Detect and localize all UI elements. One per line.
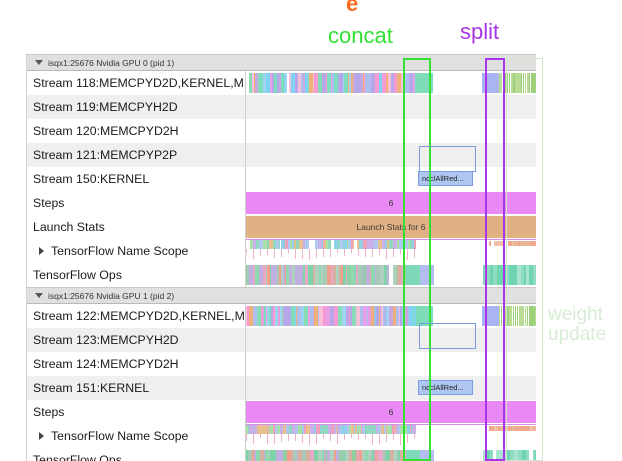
timeline-row[interactable]: Stream 150:KERNEL ncclAllRed... [27, 167, 536, 191]
chevron-down-icon[interactable] [35, 60, 43, 65]
timeline-row-label[interactable]: Stream 123:MEMCPYH2D [27, 328, 246, 352]
timeline-row-label[interactable]: Stream 118:MEMCPYD2D,KERNEL,MI [27, 71, 246, 95]
name-scope-band [246, 424, 536, 448]
group-header[interactable]: isqx1:25676 Nvidia GPU 0 (pid 1) [27, 54, 536, 71]
timeline-row-label[interactable]: Launch Stats [27, 215, 246, 239]
timeline-row-label[interactable]: TensorFlow Ops [27, 263, 246, 287]
timeline-row-label-text: Steps [33, 196, 65, 210]
timeline-row-label-text: TensorFlow Ops [33, 453, 122, 461]
chevron-right-icon[interactable] [39, 432, 44, 440]
annotation-label-concat: concat [328, 23, 393, 48]
timeline-row-label[interactable]: Stream 119:MEMCPYH2D [27, 95, 246, 119]
timeline-row[interactable]: Stream 123:MEMCPYH2D [27, 328, 536, 352]
steps-bar-label: 6 [388, 407, 394, 417]
timeline-groups: isqx1:25676 Nvidia GPU 0 (pid 1) Stream 1… [27, 54, 536, 461]
timeline-track-empty[interactable] [246, 119, 536, 143]
timeline-track-steps[interactable]: 6 [246, 191, 536, 215]
timeline-row-label[interactable]: Stream 124:MEMCPYD2H [27, 352, 246, 376]
timeline-row-label[interactable]: Stream 122:MEMCPYD2D,KERNEL,MI [27, 304, 246, 328]
timeline-row[interactable]: TensorFlow Name Scope [27, 424, 536, 448]
launch-stats-bar-label: Launch Stats for 6 [356, 222, 426, 232]
timeline-track-dense[interactable] [246, 71, 536, 95]
annotation-label-split: split [460, 19, 500, 44]
steps-bar[interactable]: 6 [246, 192, 536, 214]
timeline-row-label-text: Stream 123:MEMCPYH2D [33, 333, 179, 347]
group-header[interactable]: isqx1:25676 Nvidia GPU 1 (pid 2) [27, 287, 536, 304]
chevron-down-icon[interactable] [35, 293, 43, 298]
timeline-row-label-text: Stream 150:KERNEL [33, 172, 150, 186]
timeline-row[interactable]: Steps 6 [27, 400, 536, 424]
timeline-track-launch[interactable]: Launch Stats for 6 [246, 215, 536, 239]
steps-bar-label: 6 [388, 198, 394, 208]
tensorflow-ops-bars [246, 450, 536, 461]
timeline-row-label[interactable]: TensorFlow Name Scope [27, 239, 246, 263]
clipped-orange-glyph: e [346, 0, 359, 16]
nccl-allreduce-chip[interactable]: ncclAllRed... [418, 171, 473, 186]
timeline-row-label-text: Stream 121:MEMCPYP2P [33, 148, 178, 162]
kernel-bars [246, 73, 536, 93]
timeline-row-label-text: Stream 151:KERNEL [33, 381, 150, 395]
timeline-row-label-text: TensorFlow Name Scope [51, 244, 189, 258]
timeline-row[interactable]: TensorFlow Ops [27, 263, 536, 287]
timeline-row[interactable]: Stream 119:MEMCPYH2D [27, 95, 536, 119]
timeline-row-label-text: Stream 120:MEMCPYD2H [33, 124, 179, 138]
timeline-row-label-text: Stream 124:MEMCPYD2H [33, 357, 179, 371]
timeline-row-label[interactable]: Steps [27, 400, 246, 424]
timeline-row[interactable]: Steps 6 [27, 191, 536, 215]
timeline-row-label[interactable]: Steps [27, 191, 246, 215]
timeline-track-ops[interactable] [246, 263, 536, 287]
timeline-row-label[interactable]: TensorFlow Name Scope [27, 424, 246, 448]
timeline-row-label[interactable]: TensorFlow Ops [27, 448, 246, 461]
launch-stats-bar[interactable]: Launch Stats for 6 [246, 216, 536, 238]
timeline-row-label-text: TensorFlow Ops [33, 268, 122, 282]
timeline-track-namescope[interactable] [246, 239, 536, 263]
timeline-row-label[interactable]: Stream 151:KERNEL [27, 376, 246, 400]
chevron-right-icon[interactable] [39, 247, 44, 255]
timeline-row-label-text: Stream 122:MEMCPYD2D,KERNEL,MI [33, 309, 246, 323]
timeline-row[interactable]: Stream 120:MEMCPYD2H [27, 119, 536, 143]
timeline-track-nccl[interactable]: ncclAllRed... [246, 376, 536, 400]
timeline-row-label[interactable]: Stream 120:MEMCPYD2H [27, 119, 246, 143]
timeline-row-label-text: TensorFlow Name Scope [51, 429, 189, 443]
timeline-row[interactable]: Launch Stats Launch Stats for 6 [27, 215, 536, 239]
timeline-track-empty[interactable] [246, 352, 536, 376]
group-header-label: isqx1:25676 Nvidia GPU 0 (pid 1) [48, 57, 175, 68]
timeline-row-label-text: Stream 118:MEMCPYD2D,KERNEL,MI [33, 76, 246, 90]
timeline-row-label-text: Steps [33, 405, 65, 419]
timeline-track-ops[interactable] [246, 448, 536, 461]
timeline-row[interactable]: Stream 122:MEMCPYD2D,KERNEL,MI [27, 304, 536, 328]
timeline-track-steps[interactable]: 6 [246, 400, 536, 424]
name-scope-band [246, 239, 536, 263]
group-header-label: isqx1:25676 Nvidia GPU 1 (pid 2) [48, 290, 175, 301]
timeline-track-dense[interactable] [246, 304, 536, 328]
timeline-track-empty[interactable] [246, 328, 536, 352]
nccl-allreduce-chip[interactable]: ncclAllRed... [418, 380, 473, 395]
timeline-row[interactable]: TensorFlow Name Scope [27, 239, 536, 263]
timeline-row[interactable]: Stream 118:MEMCPYD2D,KERNEL,MI [27, 71, 536, 95]
timeline-row[interactable]: Stream 124:MEMCPYD2H [27, 352, 536, 376]
timeline-row-label-text: Stream 119:MEMCPYH2D [33, 100, 178, 114]
timeline-track-empty[interactable] [246, 95, 536, 119]
timeline-track-empty[interactable] [246, 143, 536, 167]
steps-bar[interactable]: 6 [246, 401, 536, 423]
timeline-row[interactable]: TensorFlow Ops [27, 448, 536, 461]
timeline-row[interactable]: Stream 121:MEMCPYP2P [27, 143, 536, 167]
kernel-bars [246, 306, 536, 326]
timeline-track-nccl[interactable]: ncclAllRed... [246, 167, 536, 191]
timeline-row-label-text: Launch Stats [33, 220, 105, 234]
timeline-track-namescope[interactable] [246, 424, 536, 448]
timeline-viewer[interactable]: isqx1:25676 Nvidia GPU 0 (pid 1) Stream 1… [26, 54, 536, 461]
timeline-row-label[interactable]: Stream 150:KERNEL [27, 167, 246, 191]
timeline-row-label[interactable]: Stream 121:MEMCPYP2P [27, 143, 246, 167]
annotation-label-weight-update: weight update [548, 304, 607, 345]
timeline-row[interactable]: Stream 151:KERNEL ncclAllRed... [27, 376, 536, 400]
tensorflow-ops-bars [246, 265, 536, 285]
